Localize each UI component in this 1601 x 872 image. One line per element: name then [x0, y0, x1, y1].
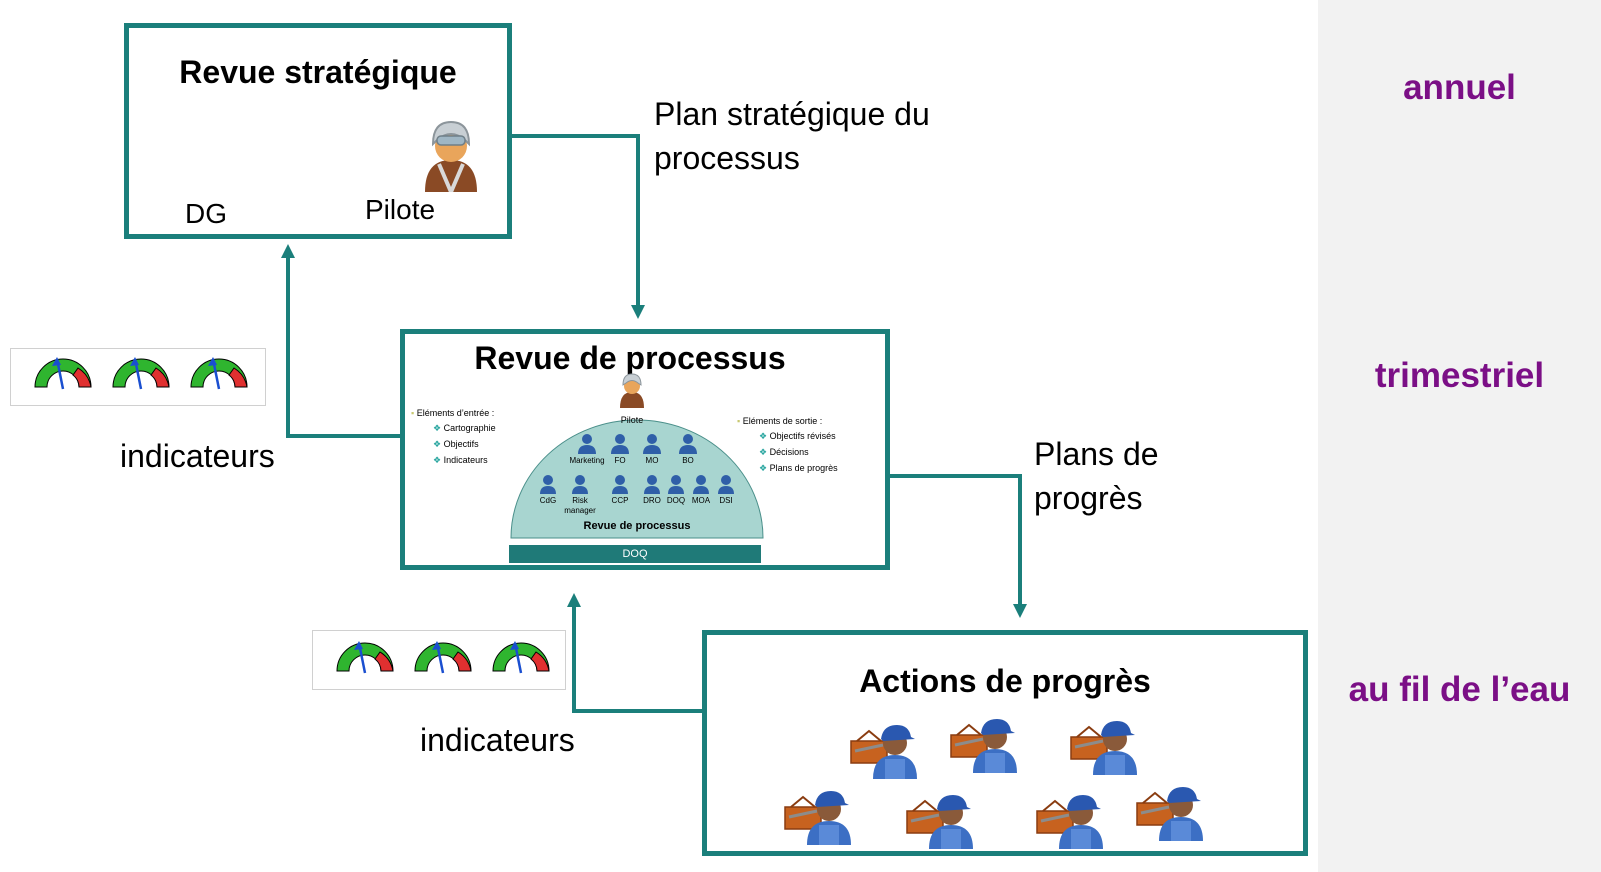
- person-icon: [644, 475, 660, 494]
- progress-actions-title: Actions de progrès: [859, 663, 1151, 699]
- participant-dro: DRO: [639, 474, 665, 505]
- worker-icon: [849, 723, 919, 781]
- list-item: ❖ Objectifs révisés: [759, 431, 836, 441]
- indicator-gauges-bottom: [312, 630, 566, 690]
- process-review-title: Revue de processus: [474, 340, 786, 376]
- worker-icon: [1035, 793, 1105, 851]
- process-review-box: Revue de processus ▪ Eléments d’entrée :…: [400, 329, 890, 570]
- gauge-icon: [34, 355, 249, 391]
- list-item: ❖ Objectifs: [433, 439, 479, 449]
- participant-dsi: DSI: [713, 474, 739, 505]
- outputs-heading: ▪ Eléments de sortie :: [737, 416, 823, 426]
- participant-marketing: Marketing: [565, 432, 609, 465]
- frequency-sidebar: [1318, 0, 1601, 872]
- arrow-strategic-to-process: [510, 134, 640, 310]
- doq-bar: DOQ: [509, 545, 761, 563]
- pilot-icon: [620, 373, 644, 408]
- indicator-gauges-top: [10, 348, 266, 406]
- list-item: ❖ Indicateurs: [433, 455, 488, 465]
- pilot-icon: [425, 120, 477, 192]
- person-icon: [572, 475, 588, 494]
- list-item: ❖ Cartographie: [433, 423, 496, 433]
- person-icon: [643, 434, 661, 454]
- person-icon: [540, 475, 556, 494]
- person-icon: [578, 434, 596, 454]
- review-dome: [510, 419, 764, 539]
- participant-risk-manager: Risk manager: [561, 474, 599, 516]
- worker-icon: [905, 793, 975, 851]
- person-icon: [679, 434, 697, 454]
- worker-icon: [949, 717, 1019, 775]
- dg-label: DG: [185, 198, 227, 229]
- progress-plans-label: Plans de progrès: [1034, 436, 1159, 516]
- worker-icon: [783, 789, 853, 847]
- indicators-label-bottom: indicateurs: [420, 722, 575, 758]
- worker-icon: [1069, 719, 1139, 777]
- worker-icon: [1135, 785, 1205, 843]
- person-icon: [693, 475, 709, 494]
- frequency-quarterly: trimestriel: [1374, 356, 1545, 395]
- gauge-icon: [335, 639, 551, 675]
- person-icon: [668, 475, 684, 494]
- outputs-list: ▪ Eléments de sortie : ❖ Objectifs révis…: [737, 416, 838, 474]
- indicators-label-top: indicateurs: [120, 438, 275, 474]
- frequency-annual: annuel: [1403, 68, 1516, 107]
- participant-bo: BO: [675, 432, 701, 465]
- participant-doq: DOQ: [663, 474, 689, 505]
- workers-group: [783, 717, 1205, 851]
- arrow-process-to-actions: [888, 474, 1022, 610]
- arrow-actions-to-process: [572, 602, 704, 713]
- arrow-process-to-strategic: [286, 252, 402, 438]
- pilot-label: Pilote: [365, 194, 436, 225]
- strategic-review-title: Revue stratégique: [179, 54, 457, 90]
- strategic-plan-label: Plan stratégique du processus: [654, 96, 930, 176]
- list-item: ❖ Plans de progrès: [759, 463, 838, 473]
- participant-cdg: CdG: [535, 474, 561, 505]
- participant-ccp: CCP: [607, 474, 633, 505]
- strategic-review-box: Revue stratégique DG Pilote: [124, 23, 512, 239]
- participant-fo: FO: [607, 432, 633, 465]
- inputs-list: ▪ Eléments d’entrée : ❖ Cartographie ❖ O…: [411, 408, 496, 466]
- dome-caption: Revue de processus: [583, 520, 691, 532]
- person-icon: [611, 434, 629, 454]
- participant-moa: MOA: [687, 474, 715, 505]
- inputs-heading: ▪ Eléments d’entrée :: [411, 408, 495, 418]
- progress-actions-box: Actions de progrès: [702, 630, 1308, 856]
- list-item: ❖ Décisions: [759, 447, 809, 457]
- frequency-continuous: au fil de l’eau: [1348, 670, 1571, 709]
- person-icon: [612, 475, 628, 494]
- dome-pilot-label: Pilote: [620, 415, 644, 425]
- person-icon: [718, 475, 734, 494]
- participant-mo: MO: [639, 432, 665, 465]
